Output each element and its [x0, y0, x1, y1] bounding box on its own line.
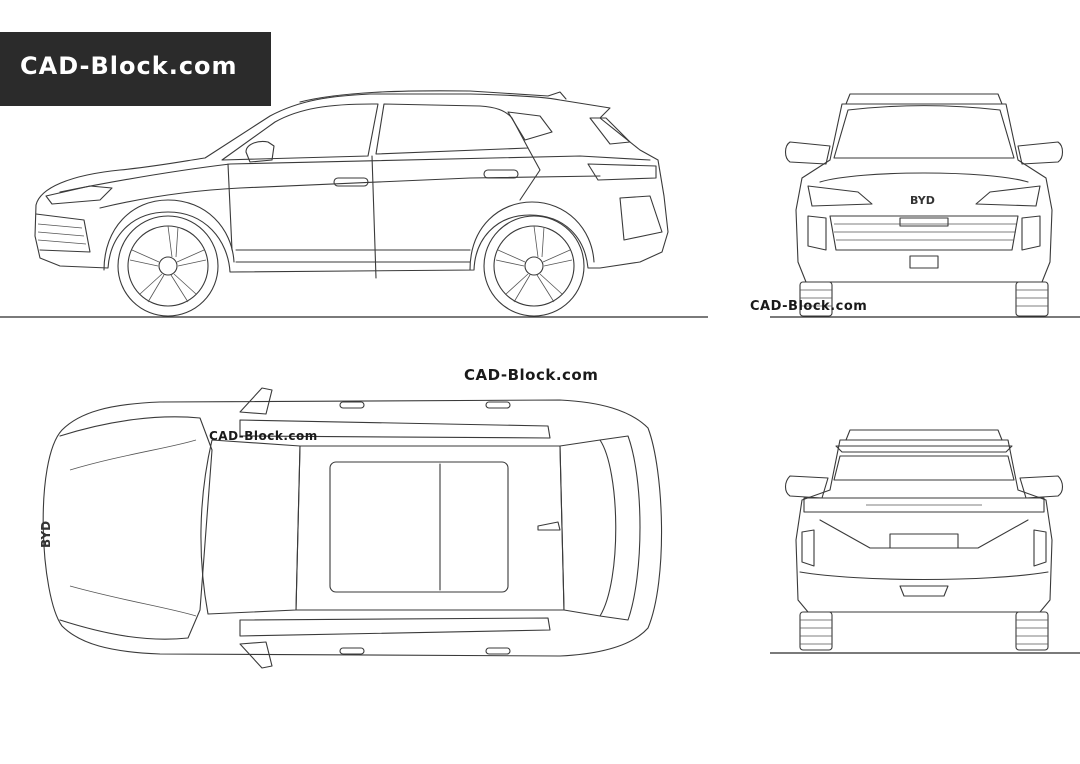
rear-diffuser	[899, 585, 949, 597]
side-belt-line	[59, 155, 651, 193]
rear-right-tyre	[1015, 611, 1049, 651]
top-hood	[59, 416, 213, 640]
front-left-tyre	[799, 281, 833, 317]
front-hood-line	[819, 172, 1029, 183]
side-front-window	[221, 103, 379, 161]
side-rear-glass	[589, 117, 631, 145]
top-handle	[339, 647, 365, 655]
side-front-arch	[103, 199, 235, 271]
rear-window	[833, 455, 1015, 481]
top-handle	[485, 647, 511, 655]
rear-left-mirror	[784, 475, 829, 499]
side-front-bumper	[35, 213, 91, 253]
side-rear-handle	[483, 169, 519, 179]
top-left-roof-rail	[239, 419, 551, 439]
rear-right-mirror	[1019, 475, 1064, 499]
rear-spoiler	[835, 445, 1013, 453]
side-mirror	[245, 140, 275, 163]
side-rear-bumper-panel	[619, 195, 663, 241]
side-character-line	[99, 175, 601, 209]
front-right-mirror	[1017, 141, 1064, 165]
side-body-outline	[34, 93, 669, 273]
front-left-headlight	[807, 185, 873, 207]
watermark-center: CAD-Block.com	[464, 366, 599, 384]
rear-view	[770, 429, 1080, 654]
side-front-handle	[333, 177, 369, 187]
rear-light-bar	[803, 497, 1045, 513]
side-door-split	[371, 155, 377, 279]
top-sunroof	[329, 461, 509, 593]
top-windshield	[200, 439, 301, 615]
top-right-roof-rail	[239, 617, 551, 637]
top-hood-crease	[69, 439, 197, 471]
side-a-door-front	[227, 163, 233, 251]
side-grille-slat	[37, 239, 87, 245]
side-rear-door-edge	[519, 147, 541, 201]
banner-logo-text: CAD-Block.com	[20, 52, 238, 80]
top-view: BYD	[39, 387, 663, 669]
top-right-mirror	[239, 641, 273, 669]
front-license-plate	[909, 255, 939, 269]
front-view: BYD	[770, 93, 1080, 318]
front-roof-rails	[845, 93, 1003, 105]
side-quarter-window	[507, 111, 553, 141]
watermark-top-view: CAD-Block.com	[209, 429, 318, 443]
top-hood-logo: BYD	[39, 521, 53, 548]
top-left-mirror	[239, 387, 273, 415]
side-rear-window	[375, 103, 529, 155]
rear-body-outline	[795, 439, 1053, 613]
rear-left-reflector	[801, 529, 815, 567]
front-logo-badge: BYD	[910, 194, 935, 207]
front-left-intake	[807, 215, 827, 251]
top-handle	[485, 401, 511, 409]
top-roof	[295, 445, 565, 611]
front-right-intake	[1021, 215, 1041, 251]
rear-left-tyre	[799, 611, 833, 651]
front-left-mirror	[784, 141, 831, 165]
front-right-headlight	[975, 185, 1041, 207]
side-rear-wheel	[483, 215, 585, 317]
rear-license-plate	[889, 533, 959, 549]
top-shark-fin	[537, 521, 561, 531]
watermark-front-view: CAD-Block.com	[750, 299, 868, 314]
top-tailgate	[599, 435, 641, 621]
top-handle	[339, 401, 365, 409]
rear-roof-rails	[845, 429, 1003, 441]
front-right-tyre	[1015, 281, 1049, 317]
front-sensor	[899, 217, 949, 227]
side-grille-slat	[37, 223, 83, 229]
top-hood-crease	[69, 585, 197, 617]
side-roof-rack	[299, 90, 567, 103]
front-windshield	[833, 104, 1015, 159]
side-front-wheel	[117, 215, 219, 317]
rear-bumper-line	[799, 571, 1049, 581]
rear-right-reflector	[1033, 529, 1047, 567]
top-body-outline	[42, 399, 663, 657]
front-grille	[829, 215, 1019, 251]
side-taillight	[587, 163, 657, 181]
side-headlight	[45, 185, 113, 205]
side-view	[0, 90, 708, 318]
front-body-outline	[795, 103, 1053, 283]
side-grille-slat	[37, 231, 85, 237]
top-rear-glass	[559, 439, 617, 617]
side-rear-arch	[469, 201, 595, 271]
cad-block-logo-banner: CAD-Block.com	[0, 32, 271, 106]
